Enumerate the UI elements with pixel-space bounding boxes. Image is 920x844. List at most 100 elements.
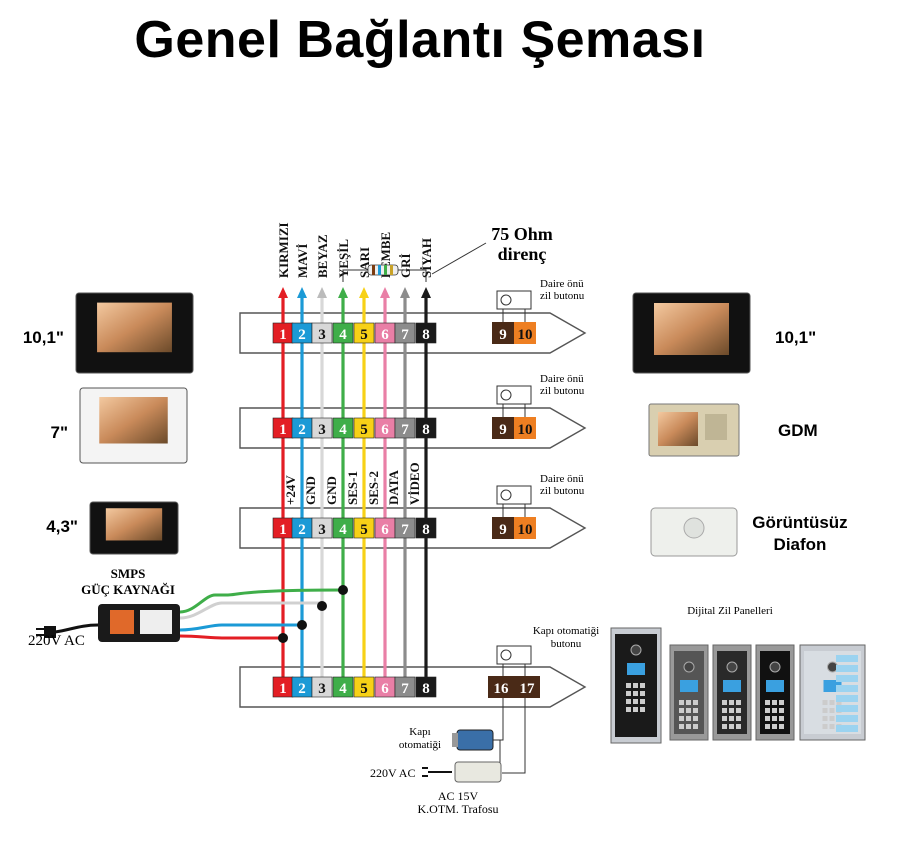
wire-color-label: MAVİ [295, 244, 310, 278]
terminal-number: 8 [422, 681, 430, 697]
panel-key [679, 700, 684, 705]
intercom-label: Diafon [774, 535, 827, 554]
panel-display [723, 680, 741, 692]
terminal-number: 8 [422, 422, 430, 438]
doorbell-label: zil butonu [540, 290, 585, 302]
terminal-number: 8 [422, 327, 430, 343]
terminal-number: 5 [360, 681, 368, 697]
panel-camera [769, 661, 781, 673]
panel-key [626, 699, 631, 704]
terminal-number: 1 [279, 327, 287, 343]
terminal-block [311, 676, 333, 698]
terminal-number: 5 [360, 522, 368, 538]
terminal-9 [492, 417, 514, 439]
monitor-size-label: 10,1" [775, 328, 816, 347]
terminal-number: 4 [339, 681, 347, 697]
panel-key [640, 699, 645, 704]
signal-label: SES-1 [345, 471, 360, 505]
transformer-icon [454, 761, 502, 783]
wire-arrow [317, 287, 327, 298]
doorbell-knob [500, 294, 512, 306]
panel-display [766, 680, 784, 692]
terminal-number: 5 [360, 327, 368, 343]
panel-key [633, 683, 638, 688]
wire-arrow [400, 287, 410, 298]
panel-key [765, 724, 770, 729]
psu-sticker [110, 610, 134, 634]
resistor-band [384, 265, 387, 275]
lock-ac-label: 220V AC [370, 766, 415, 780]
panel-key [693, 700, 698, 705]
doorbell-knob [500, 489, 512, 501]
panel-name-button [836, 695, 858, 702]
monitor-screen-image [97, 302, 172, 353]
doorbell-label: Daire önü [540, 473, 584, 485]
psu-label-plate [140, 610, 172, 634]
lock-button-label: Kapı otomatiği [533, 625, 599, 637]
panel-name-button [836, 725, 858, 732]
panel-key [729, 708, 734, 713]
panel-name-button [836, 715, 858, 722]
transformer-label: AC 15V [438, 789, 479, 803]
panel-key [829, 708, 835, 713]
panel-key [779, 724, 784, 729]
psu-ac-label: 220V AC [28, 633, 85, 649]
junction-dot [278, 633, 288, 643]
wire-arrow [338, 287, 348, 298]
terminal-9 [492, 322, 514, 344]
terminal-16 [488, 676, 514, 698]
panel-key [829, 700, 835, 705]
panel-key [736, 716, 741, 721]
terminal-block [332, 417, 354, 439]
resistor-pointer [431, 242, 487, 275]
terminal-number: 9 [499, 327, 507, 343]
panels-title: Dijital Zil Panelleri [687, 605, 773, 617]
door-lock-bolt [452, 733, 458, 747]
panel-key [829, 724, 835, 729]
resistor-band [372, 265, 375, 275]
panel-key [640, 683, 645, 688]
resistor-band [378, 265, 381, 275]
panel-key [640, 707, 645, 712]
panel-key [693, 708, 698, 713]
terminal-number: 2 [298, 522, 306, 538]
lock-wire [502, 698, 526, 774]
panel-key [729, 716, 734, 721]
terminal-block [332, 322, 354, 344]
terminal-number: 1 [279, 522, 287, 538]
psu-label: SMPS [111, 566, 146, 581]
panel-key [772, 724, 777, 729]
page-title: Genel Bağlantı Şeması [134, 11, 706, 69]
terminal-number: 3 [318, 681, 326, 697]
panel-key [779, 700, 784, 705]
gdm-grille [705, 414, 727, 440]
terminal-10 [514, 517, 536, 539]
panel-key [722, 700, 727, 705]
intercom-speaker [683, 517, 705, 539]
panel-key [679, 724, 684, 729]
terminal-number: 10 [518, 327, 533, 343]
panel-key [626, 707, 631, 712]
panel-key [686, 724, 691, 729]
psu-wire-blue [179, 623, 302, 632]
gdm-screen [658, 412, 698, 446]
terminal-number: 8 [422, 522, 430, 538]
terminal-block [394, 517, 416, 539]
resistor-label: direnç [498, 244, 547, 264]
terminal-number: 4 [339, 422, 347, 438]
panel-key [679, 716, 684, 721]
terminal-number: 17 [520, 681, 536, 697]
doorbell-label: zil butonu [540, 485, 585, 497]
door-lock-icon [456, 729, 494, 751]
terminal-block [394, 417, 416, 439]
wire-arrow [297, 287, 307, 298]
psu-wire-white [179, 601, 322, 620]
terminal-block [353, 322, 375, 344]
plug-icon [422, 767, 452, 777]
panel-key [822, 700, 828, 705]
panel-key [693, 724, 698, 729]
panel-key [626, 691, 631, 696]
terminal-number: 4 [339, 327, 347, 343]
terminal-10 [514, 322, 536, 344]
intercom-label: Görüntüsüz [752, 513, 847, 532]
